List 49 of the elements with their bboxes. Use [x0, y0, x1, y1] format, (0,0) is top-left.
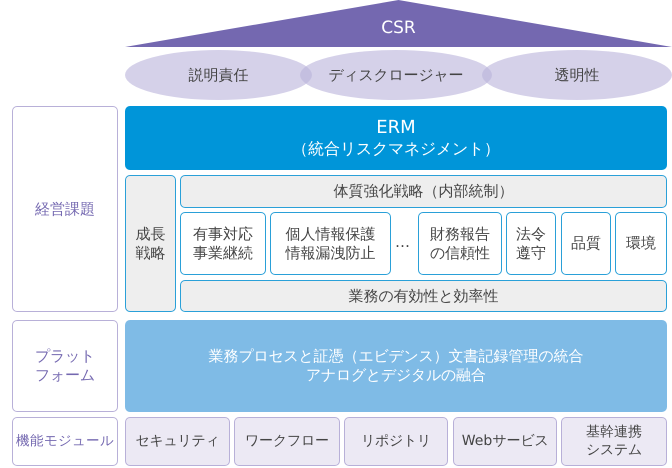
- module-box: [453, 417, 557, 466]
- node-label: 有事対応: [193, 224, 253, 244]
- node-label: 個人情報保護: [286, 224, 376, 244]
- node-label: （統合リスクマネジメント）: [292, 139, 500, 160]
- process-box: [180, 175, 667, 208]
- node-label: Webサービス: [462, 432, 548, 450]
- process-box: [561, 212, 611, 275]
- node-label: リポジトリ: [361, 432, 431, 450]
- node-label: 法令遵守: [516, 224, 546, 262]
- node-label: アナログとデジタルの融合: [306, 366, 486, 385]
- banner-box: [125, 106, 667, 170]
- process-box: [615, 212, 667, 275]
- process-box: [125, 175, 176, 312]
- node-label: ワークフロー: [245, 432, 329, 450]
- node-label: CSR: [381, 18, 416, 40]
- process-box: [180, 280, 667, 312]
- node-label: 体質強化戦略（内部統制）: [334, 182, 514, 201]
- triangle-roof: [125, 0, 672, 47]
- module-box: [125, 417, 230, 466]
- process-box: [506, 212, 556, 275]
- banner-box: [125, 320, 667, 412]
- category-box: [12, 320, 118, 412]
- process-box: [418, 212, 502, 275]
- category-box: [12, 417, 118, 466]
- heading: ERM: [376, 116, 416, 140]
- node-label: 透明性: [554, 66, 600, 84]
- node-label: 基幹連携システム: [586, 424, 642, 459]
- node-label: 事業継続: [193, 244, 253, 262]
- process-box: [180, 212, 266, 275]
- node-label: セキュリティ: [136, 432, 220, 450]
- module-box: [344, 417, 448, 466]
- node-label: 経営課題: [35, 200, 95, 218]
- node-label: 説明責任: [188, 66, 248, 84]
- module-box: [561, 417, 667, 466]
- node-label: 機能モジュール: [16, 433, 114, 450]
- node-label: 環境: [626, 234, 656, 253]
- node-label: 業務の有効性と効率性: [348, 286, 498, 306]
- category-box: [12, 106, 118, 312]
- process-box: [270, 212, 391, 275]
- node-label: 業務プロセスと証憑（エビデンス）文書記録管理の統合: [208, 347, 584, 366]
- ellipsis-text: …: [395, 233, 410, 251]
- node-label: 情報漏洩防止: [286, 244, 376, 262]
- module-box: [234, 417, 340, 466]
- ellipse: [482, 50, 672, 100]
- node-label: 品質: [571, 234, 601, 253]
- node-label: 成長戦略: [136, 224, 166, 262]
- node-label: 財務報告の信頼性: [430, 224, 490, 262]
- node-label: ディスクロージャー: [328, 66, 464, 84]
- node-label: プラットフォーム: [35, 347, 95, 385]
